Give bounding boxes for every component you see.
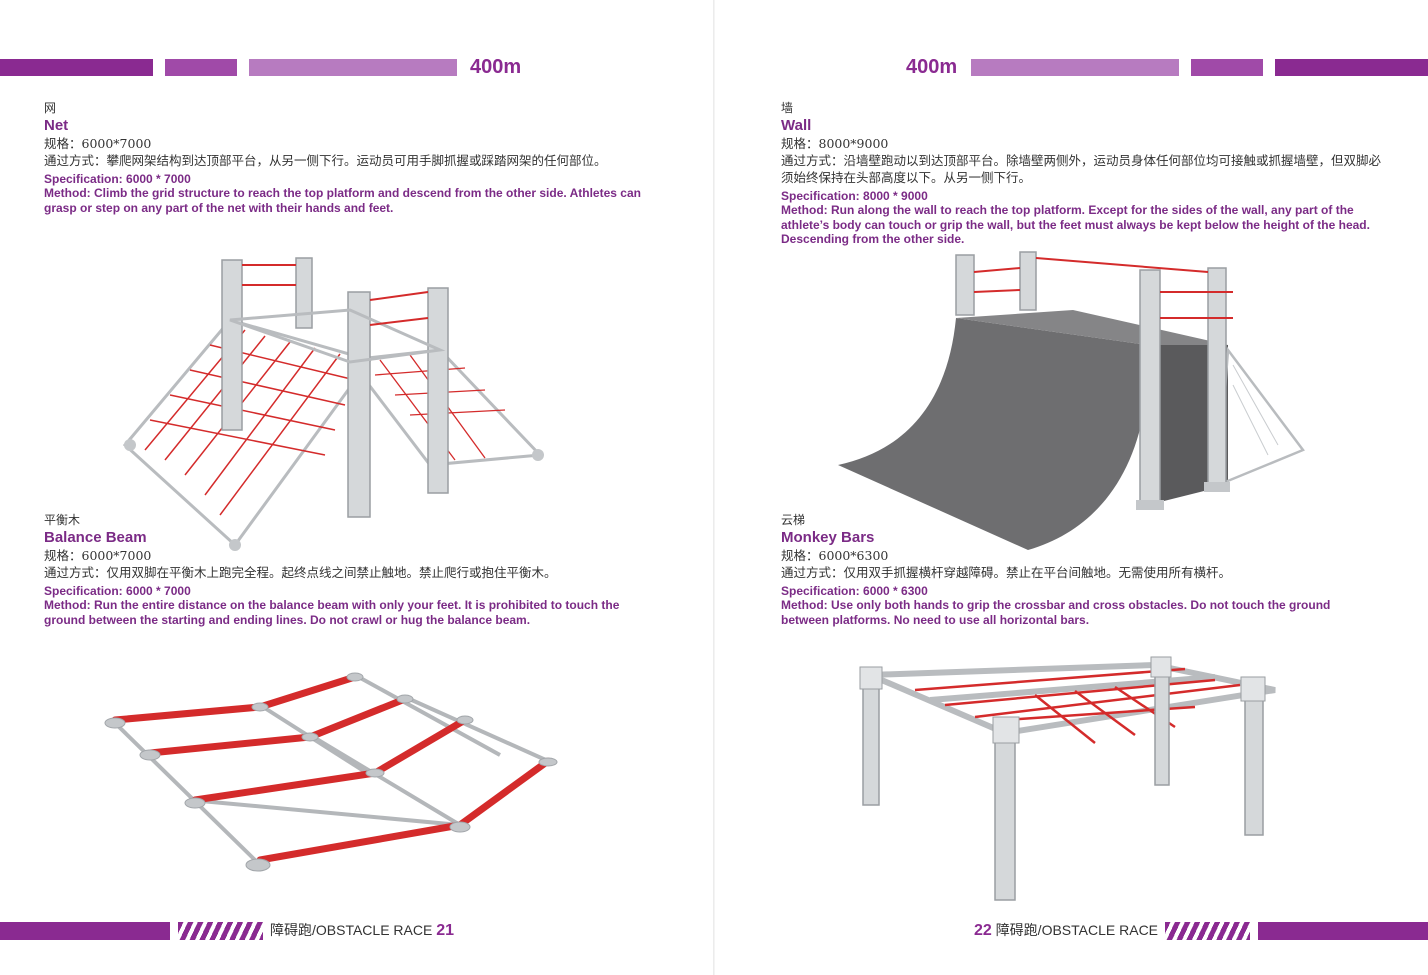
- obstacle-en-name: Wall: [781, 117, 812, 134]
- net-structure-illustration: [122, 257, 544, 551]
- header-bar-right-3: [1275, 59, 1428, 76]
- distance-label-right: 400m: [906, 56, 958, 78]
- obstacle-net: 网 Net 规格：6000*7000 通过方式：攀爬网架结构到达顶部平台，从另一…: [44, 100, 654, 215]
- wall-structure-illustration: [838, 251, 1305, 550]
- obstacle-en-spec: Specification: 6000 * 7000: [44, 584, 191, 598]
- footer-stripes-right: [1165, 922, 1250, 940]
- footer-right: 22 障碍跑/OBSTACLE RACE: [974, 920, 1158, 940]
- obstacle-cn-name: 网: [44, 101, 57, 115]
- distance-label-left: 400m: [470, 56, 522, 78]
- obstacle-balance-beam: 平衡木 Balance Beam 规格：6000*7000 通过方式：仅用双脚在…: [44, 512, 654, 627]
- header-bar-right-1: [971, 59, 1179, 76]
- page-number: 22: [974, 922, 992, 939]
- obstacle-cn-method: 通过方式：仅用双脚在平衡木上跑完全程。起终点线之间禁止触地。禁止爬行或抱住平衡木…: [44, 565, 557, 580]
- obstacle-cn-name: 云梯: [781, 513, 806, 527]
- header-bar-left-2: [165, 59, 237, 76]
- monkey-bars-illustration: [859, 656, 1276, 901]
- obstacle-cn-method: 通过方式：攀爬网架结构到达顶部平台，从另一侧下行。运动员可用手脚抓握或踩踏网架的…: [44, 153, 607, 168]
- obstacle-en-method: Method: Run the entire distance on the b…: [44, 598, 620, 627]
- page-number: 21: [436, 922, 455, 939]
- obstacle-monkey-bars: 云梯 Monkey Bars 规格：6000*6300 通过方式：仅用双手抓握横…: [781, 512, 1381, 627]
- footer-bar-right: [1258, 922, 1428, 940]
- obstacle-en-method: Method: Climb the grid structure to reac…: [44, 186, 641, 215]
- footer-section-title: 障碍跑/OBSTACLE RACE: [995, 922, 1159, 938]
- obstacle-cn-name: 平衡木: [44, 513, 81, 527]
- obstacle-en-name: Balance Beam: [44, 529, 147, 546]
- obstacle-en-spec: Specification: 6000 * 7000: [44, 172, 191, 186]
- obstacle-en-method: Method: Run along the wall to reach the …: [781, 203, 1370, 246]
- obstacle-cn-name: 墙: [781, 101, 794, 115]
- obstacle-cn-method: 通过方式：沿墙壁跑动以到达顶部平台。除墙壁两侧外，运动员身体任何部位均可接触或抓…: [781, 153, 1382, 185]
- page-fold: [713, 0, 715, 975]
- header-bar-left-3: [249, 59, 457, 76]
- obstacle-wall: 墙 Wall 规格：8000*9000 通过方式：沿墙壁跑动以到达顶部平台。除墙…: [781, 100, 1381, 247]
- footer-left: 障碍跑/OBSTACLE RACE 21: [270, 920, 454, 940]
- obstacle-cn-spec: 规格：6000*7000: [44, 136, 152, 151]
- footer-bar-left: [0, 922, 170, 940]
- obstacle-en-spec: Specification: 8000 * 9000: [781, 189, 928, 203]
- footer-section-title: 障碍跑/OBSTACLE RACE: [270, 922, 433, 938]
- obstacle-en-name: Net: [44, 117, 69, 134]
- header-bar-left-1: [0, 59, 153, 76]
- obstacle-cn-spec: 规格：6000*6300: [781, 548, 889, 563]
- obstacle-en-spec: Specification: 6000 * 6300: [781, 584, 928, 598]
- header-bar-right-2: [1191, 59, 1263, 76]
- balance-beam-illustration: [104, 672, 558, 872]
- obstacle-en-method: Method: Use only both hands to grip the …: [781, 598, 1331, 627]
- obstacle-cn-spec: 规格：8000*9000: [781, 136, 889, 151]
- obstacle-en-name: Monkey Bars: [781, 529, 875, 546]
- obstacle-cn-method: 通过方式：仅用双手抓握横杆穿越障碍。禁止在平台间触地。无需使用所有横杆。: [781, 565, 1232, 580]
- footer-stripes-left: [178, 922, 263, 940]
- obstacle-cn-spec: 规格：6000*7000: [44, 548, 152, 563]
